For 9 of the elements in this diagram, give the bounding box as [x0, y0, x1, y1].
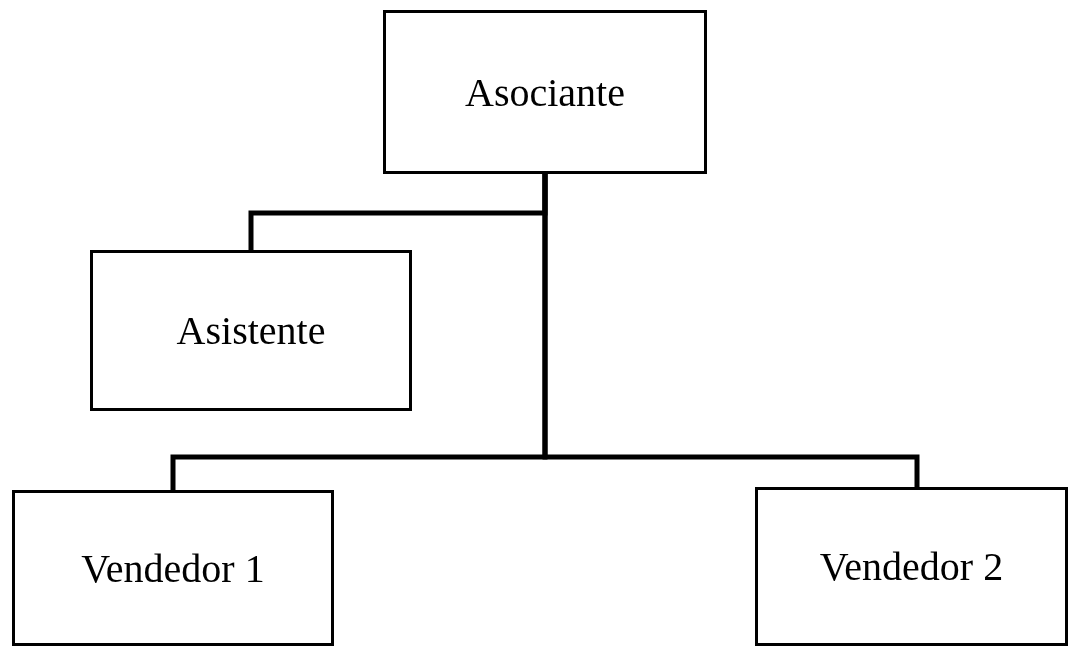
position-box [12, 490, 334, 646]
position-title: Asistente [176, 307, 326, 354]
position-title: Asociante [465, 68, 625, 116]
position-title: Vendedor 2 [819, 543, 1004, 590]
position-box [755, 487, 1068, 646]
connector-line [542, 174, 920, 487]
position-box [90, 250, 412, 411]
position-title: Vendedor 1 [81, 544, 265, 592]
position-box [383, 10, 707, 174]
